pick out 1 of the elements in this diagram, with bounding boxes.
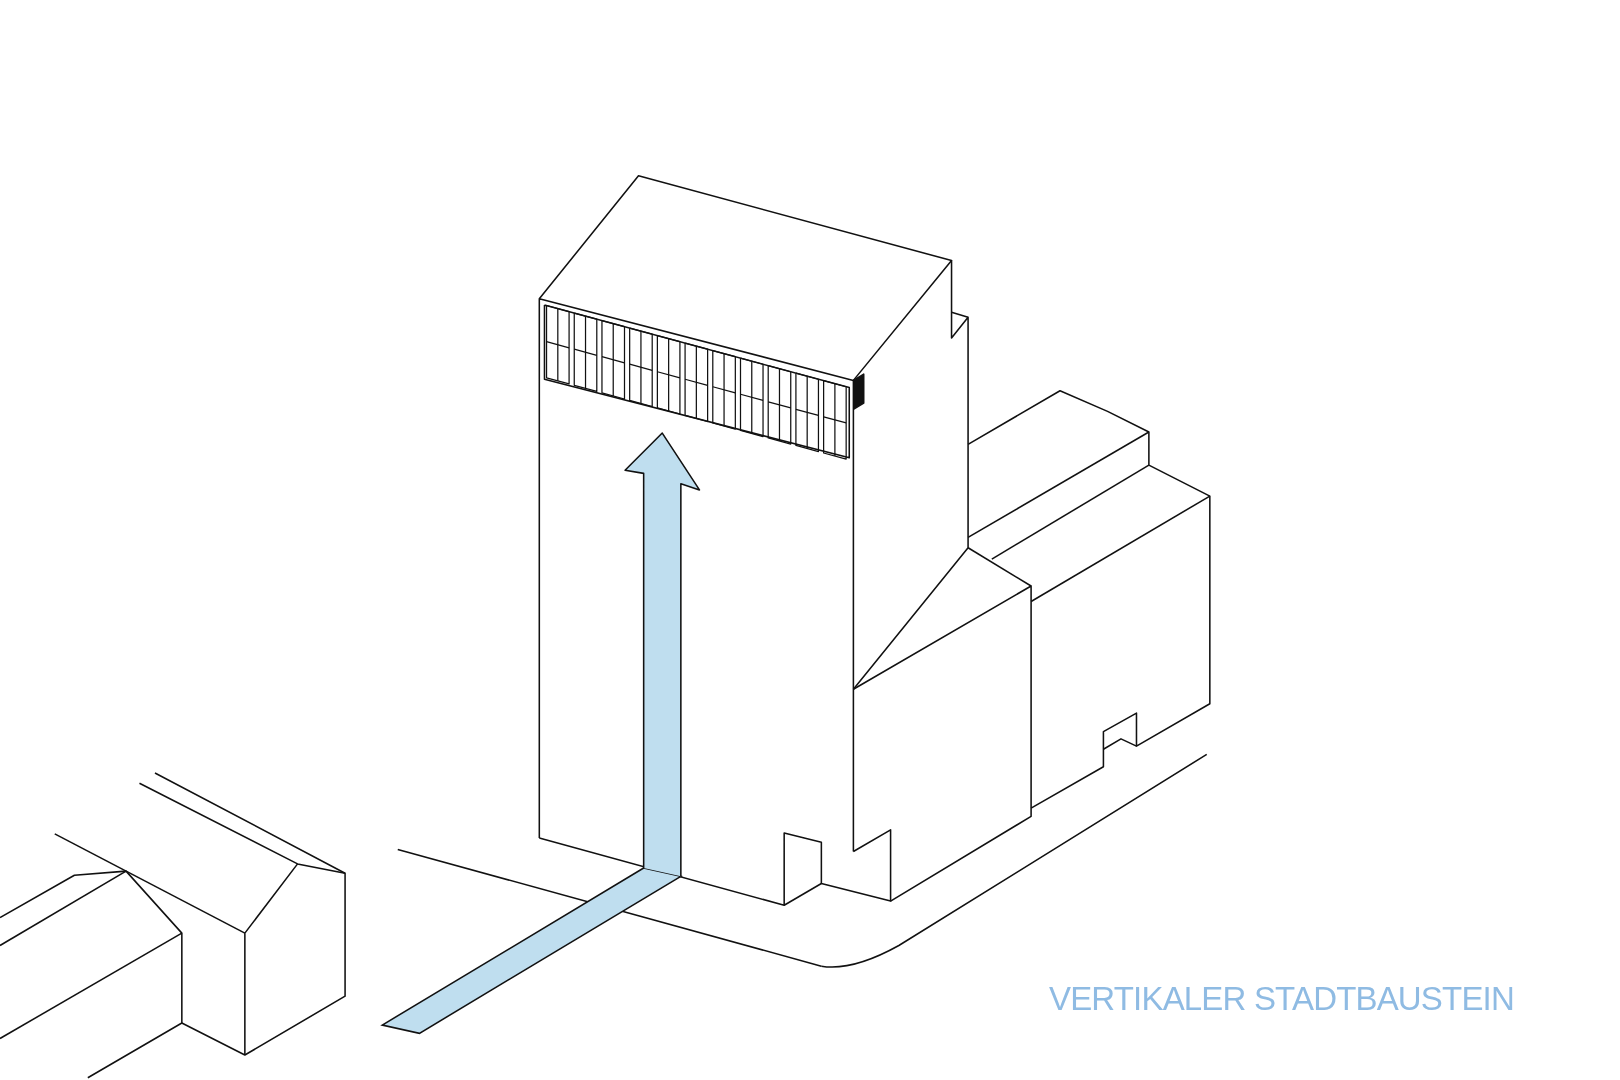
diagram-title: VERTIKALER STADTBAUSTEIN (1049, 982, 1514, 1015)
